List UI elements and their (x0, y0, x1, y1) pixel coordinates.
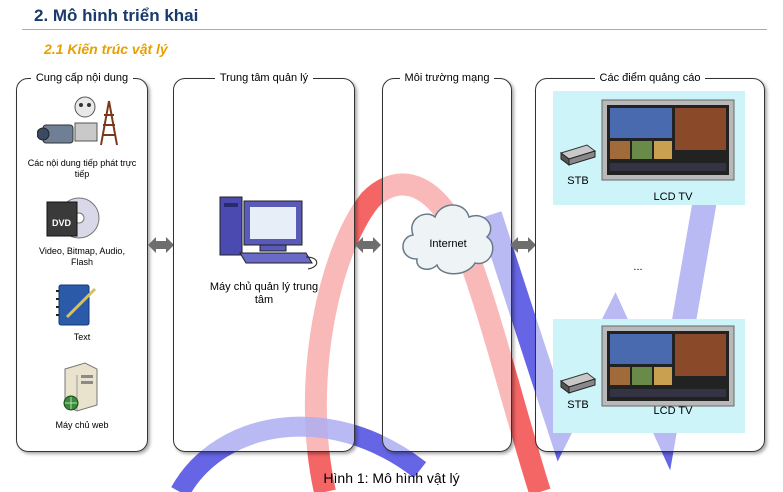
section-heading: 2. Mô hình triển khai (34, 6, 199, 25)
stb-label: STB (567, 175, 589, 187)
set-top-box-icon (559, 372, 597, 394)
management-panel-title: Trung tâm quản lý (214, 72, 314, 84)
ad-point-zone: STB LCD TV (553, 91, 745, 205)
dvd-icon: DVD (46, 197, 100, 239)
figure-caption: Hình 1: Mô hình vật lý (323, 470, 460, 486)
ad-points-panel-title: Các điểm quảng cáo (594, 72, 706, 84)
content-item-label: Text (73, 332, 91, 342)
lcd-tv-label: LCD TV (653, 405, 693, 417)
subsection-heading: 2.1 Kiến trúc vật lý (44, 41, 168, 57)
content-item-label: Máy chủ web (55, 420, 109, 430)
computer-icon (219, 196, 318, 270)
live-broadcast-icon (37, 96, 118, 146)
notebook-icon (56, 284, 97, 326)
management-center-panel: Trung tâm quản lý Máy chủ quản lý trung … (173, 72, 355, 452)
network-panel: Môi trường mạng Internet (382, 72, 512, 452)
content-provider-panel: Cung cấp nội dung Các nội dung tiếp phát… (16, 72, 148, 452)
lcd-tv-icon (601, 325, 735, 407)
content-item-label: Video, Bitmap, Audio, Flash (39, 246, 125, 267)
bidirectional-arrow-icon (148, 237, 174, 253)
internet-label: Internet (429, 238, 467, 250)
set-top-box-icon (559, 144, 597, 166)
management-server-label: Máy chủ quản lý trung tâm (209, 281, 319, 306)
stb-label: STB (567, 399, 589, 411)
bidirectional-arrow-icon (355, 237, 381, 253)
heading-rule (22, 29, 767, 30)
content-panel-title: Cung cấp nội dung (30, 72, 134, 84)
ellipsis: ... (633, 261, 643, 273)
lcd-tv-icon (601, 99, 735, 181)
content-item-label: Các nội dung tiếp phát trực tiếp (27, 158, 137, 179)
bidirectional-arrow-icon (510, 237, 536, 253)
network-panel-title: Môi trường mạng (399, 72, 495, 84)
ad-points-panel: Các điểm quảng cáo STB LCD TV ... STB (535, 72, 765, 452)
svg-text:DVD: DVD (52, 218, 72, 228)
lcd-tv-label: LCD TV (653, 191, 693, 203)
cloud-icon (402, 204, 494, 275)
ad-point-zone: STB LCD TV (553, 319, 745, 433)
web-server-icon (63, 362, 98, 412)
